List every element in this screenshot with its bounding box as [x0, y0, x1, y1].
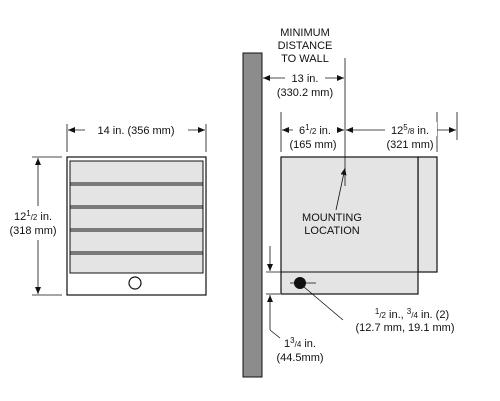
- side-b-unit: in.: [414, 125, 429, 137]
- bottom-whole: 1: [284, 338, 290, 350]
- mounting-label-line-1: MOUNTING: [302, 212, 362, 224]
- dist-13-label-bg: [285, 71, 325, 85]
- height-label-mm: (318 mm): [9, 225, 56, 237]
- hole-num1: 1: [375, 307, 380, 316]
- hole-mid: in.,: [386, 309, 407, 321]
- side-b-label-mm: (321 mm): [386, 139, 433, 151]
- hole-label: 1/2 in., 3/4 in. (2): [375, 307, 449, 321]
- mount-arrow: [335, 167, 347, 211]
- side-view: MINIMUM DISTANCE TO WALL 13 in. (330.2 m…: [263, 27, 458, 364]
- min-distance-line-3: TO WALL: [281, 53, 329, 65]
- height-label: 121/2 in.: [14, 209, 52, 223]
- side-a-slash: /: [310, 127, 313, 136]
- dist-13-label-mm: (330.2 mm): [277, 87, 333, 99]
- side-a-num: 1: [305, 123, 310, 132]
- hole-slash2: /: [411, 311, 414, 320]
- front-grille-frame: [69, 160, 204, 274]
- height-label-unit: in.: [37, 211, 52, 223]
- width-label-bg: [85, 123, 188, 137]
- height-label-den: 2: [33, 213, 38, 222]
- min-distance-line-2: DISTANCE: [278, 40, 333, 52]
- bottom-label-mm: (44.5mm): [276, 352, 323, 364]
- side-housing: [280, 156, 419, 295]
- bottom-label: 13/4 in.: [284, 336, 316, 350]
- hole-num2: 3: [407, 307, 412, 316]
- min-distance-line-1: MINIMUM: [280, 27, 330, 39]
- side-a-unit: in.: [316, 125, 331, 137]
- side-a-label: 61/2 in.: [299, 123, 331, 137]
- dist-13-label: 13 in.: [292, 73, 319, 85]
- bottom-num: 3: [290, 336, 295, 345]
- side-b-label: 125/8 in.: [391, 123, 429, 137]
- side-b-label-bg: [385, 122, 437, 136]
- height-label-whole: 12: [14, 211, 26, 223]
- height-label-slash: /: [31, 213, 34, 222]
- front-view: 14 in. (356 mm) 121/2 in. (318 mm): [9, 123, 207, 296]
- bottom-dim-leader: [269, 329, 281, 339]
- thermostat-knob: [128, 276, 142, 290]
- bottom-unit: in.: [301, 338, 316, 350]
- height-label-num: 1: [26, 209, 31, 218]
- bottom-slash: /: [295, 340, 298, 349]
- side-a-den: 2: [312, 127, 317, 136]
- width-label: 14 in. (356 mm): [97, 125, 174, 137]
- side-a-whole: 6: [299, 125, 305, 137]
- wall: [242, 52, 263, 378]
- side-b-num: 5: [403, 123, 408, 132]
- hole-den1: 2: [382, 311, 387, 320]
- hole-leader: [303, 286, 344, 321]
- side-b-den: 8: [410, 127, 415, 136]
- side-a-label-bg: [293, 122, 337, 136]
- bottom-den: 4: [297, 340, 302, 349]
- hole-tail: in. (2): [418, 309, 449, 321]
- side-housing-back: [417, 156, 438, 273]
- hole-label-mm: (12.7 mm, 19.1 mm): [355, 322, 454, 334]
- mounting-label-line-2: LOCATION: [304, 225, 359, 237]
- hole-slash1: /: [379, 311, 382, 320]
- side-b-whole: 12: [391, 125, 403, 137]
- hole-den2: 4: [413, 311, 418, 320]
- side-b-slash: /: [408, 127, 411, 136]
- side-a-label-mm: (165 mm): [289, 139, 336, 151]
